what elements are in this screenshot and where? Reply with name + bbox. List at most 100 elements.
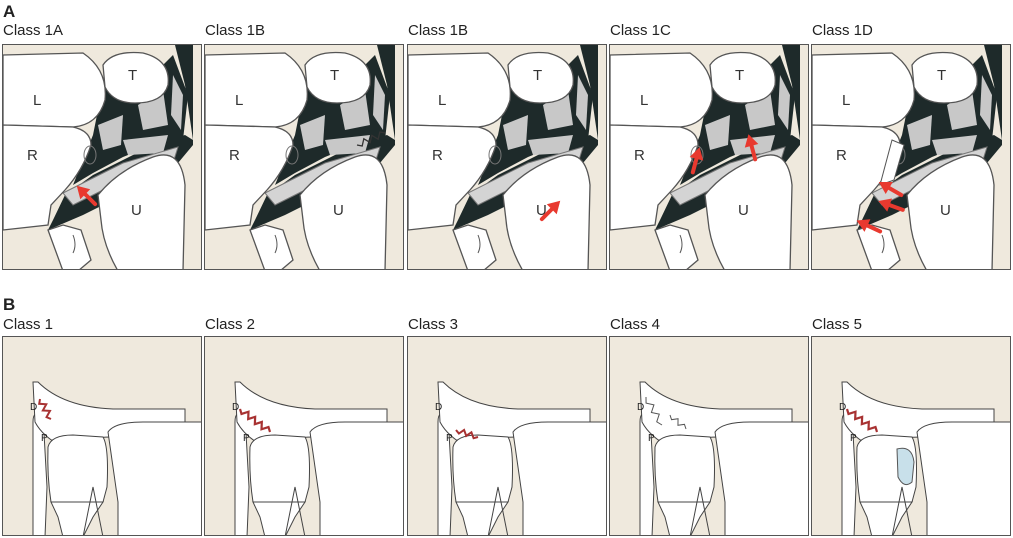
red-arrow xyxy=(76,185,98,207)
bone-label-l: L xyxy=(842,92,850,109)
ulna-outline xyxy=(284,486,306,535)
ulna-outline xyxy=(891,486,913,535)
bone-label-r: R xyxy=(432,147,443,164)
red-arrow xyxy=(539,200,561,222)
red-arrow xyxy=(878,198,905,212)
bone-label-u: U xyxy=(333,202,344,219)
radial-notch xyxy=(274,234,278,254)
triquetrum-bone xyxy=(911,51,978,104)
triquetrum-bone xyxy=(102,51,169,104)
bone-label-t: T xyxy=(128,67,137,84)
ulnar-head xyxy=(452,434,513,503)
bone-label-t: T xyxy=(937,67,946,84)
ulna-bone xyxy=(906,154,995,269)
section-a-label: A xyxy=(3,2,16,21)
separated-tear-proximal xyxy=(669,414,687,430)
grey-ligament-3 xyxy=(778,75,790,130)
distal-label: D xyxy=(30,402,37,413)
proximal-label: P xyxy=(243,433,250,444)
ulna-shaft xyxy=(455,501,509,535)
radial-notch xyxy=(72,234,76,254)
red-arrow xyxy=(878,181,904,197)
grey-ligament-3 xyxy=(980,75,992,130)
radius-shaft xyxy=(654,224,699,269)
ulna-shaft xyxy=(50,501,104,535)
separated-tear-distal xyxy=(645,396,663,426)
grey-ligament-4 xyxy=(325,135,370,155)
bone-label-r: R xyxy=(634,147,645,164)
distal-label: D xyxy=(435,402,442,413)
panel-b-title: Class 1 xyxy=(3,316,54,333)
radius-shaft xyxy=(452,224,497,269)
peripheral-tear-zigzag xyxy=(356,131,386,147)
section-b-label: B xyxy=(3,295,16,314)
ulna-shaft xyxy=(859,501,913,535)
proximal-label: P xyxy=(446,433,453,444)
bone-label-t: T xyxy=(330,67,339,84)
carpal-bone xyxy=(107,421,201,535)
ligament-insertion xyxy=(285,145,299,165)
ulna-outline xyxy=(82,486,104,535)
distal-label: D xyxy=(839,402,846,413)
grey-ligament-1 xyxy=(503,115,528,150)
proximal-label: P xyxy=(850,433,857,444)
ulna-shaft xyxy=(657,501,711,535)
panel-b-title: Class 4 xyxy=(610,316,661,333)
bone-label-l: L xyxy=(235,92,243,109)
grey-ligament-3 xyxy=(171,75,183,130)
panel-b-title: Class 3 xyxy=(408,316,459,333)
tfcc-coronal-diagram: DP xyxy=(637,381,808,535)
lunate-bone xyxy=(812,52,915,128)
ulnar-head xyxy=(47,434,108,503)
complete-tear xyxy=(845,408,879,433)
bone-label-t: T xyxy=(735,67,744,84)
grey-ligament-1 xyxy=(907,115,932,150)
ligament-insertion xyxy=(83,145,97,165)
bone-label-l: L xyxy=(33,92,41,109)
panel-a-title: Class 1B xyxy=(408,22,469,39)
panel-b-title: Class 5 xyxy=(812,316,863,333)
lunate-bone xyxy=(205,52,308,128)
grey-ligament-2 xyxy=(543,90,573,130)
grey-ligament-4 xyxy=(123,135,168,155)
lunate-bone xyxy=(610,52,713,128)
radius-bone xyxy=(205,124,294,231)
radial-notch xyxy=(477,234,481,254)
radial-notch xyxy=(881,234,885,254)
panel-b-title: Class 2 xyxy=(205,316,256,333)
triquetrum-bone xyxy=(709,51,776,104)
bone-cyst xyxy=(896,447,915,486)
proximal-label: P xyxy=(648,433,655,444)
bone-label-u: U xyxy=(536,202,547,219)
radius-shaft xyxy=(249,224,294,269)
ulna-outline xyxy=(689,486,711,535)
grey-ligament-1 xyxy=(705,115,730,150)
triquetrum-bone xyxy=(507,51,574,104)
carpal-bone xyxy=(714,421,808,535)
radius-shaft xyxy=(47,224,92,269)
grey-ligament-2 xyxy=(340,90,370,130)
triquetrum-bone xyxy=(304,51,371,104)
ulna-outline xyxy=(487,486,509,535)
distal-label: D xyxy=(637,402,644,413)
distal-label: D xyxy=(232,402,239,413)
radius-shaft xyxy=(856,224,901,269)
lunate-bone xyxy=(3,52,106,128)
radial-notch xyxy=(679,234,683,254)
bone-label-u: U xyxy=(131,202,142,219)
panel-a-title: Class 1B xyxy=(205,22,266,39)
panel-a-title: Class 1A xyxy=(3,22,64,39)
ulnar-head xyxy=(249,434,310,503)
tfcc-coronal-diagram: DP xyxy=(435,381,606,535)
lunate-bone xyxy=(408,52,511,128)
complete-tear xyxy=(238,408,272,433)
